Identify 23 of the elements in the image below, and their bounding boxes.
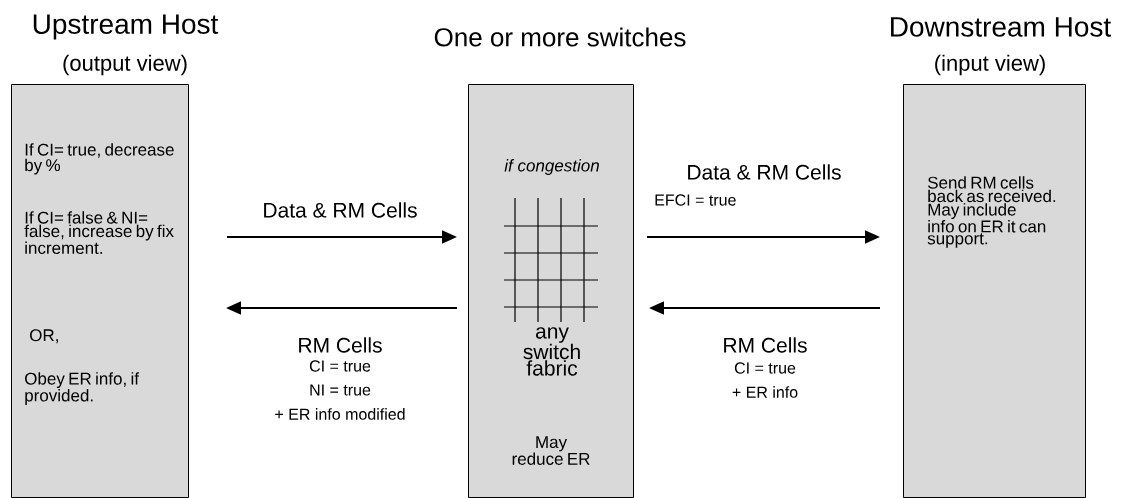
edge-label: RM Cells (296, 336, 384, 354)
flag-text: CI = true (734, 362, 796, 374)
host-heading: Upstream Host (33, 14, 219, 40)
flag-text: CI = true (309, 360, 371, 372)
note-text: May reduce ER (512, 436, 590, 465)
host-heading: Downstream Host (891, 17, 1111, 37)
rule-text: Obey ER info, if provided. (25, 372, 140, 405)
edge-label: Data & RM Cells (685, 163, 843, 181)
flag-text: NI = true (310, 384, 371, 396)
flag-text: EFCI = true (655, 194, 736, 206)
edge-label: Data & RM Cells (261, 201, 419, 219)
rule-text: OR, (30, 329, 58, 344)
rule-text: If CI= true, decrease by % (25, 143, 174, 175)
view-subheading: (input view) (935, 54, 1045, 76)
action-text: Send RM cells back as received. May include info on ER it can support. (927, 176, 1056, 248)
flag-text: + ER info modified (275, 408, 405, 420)
flag-text: + ER info (732, 386, 798, 398)
edge-label: RM Cells (721, 336, 809, 354)
switch-heading: One or more switches (434, 27, 686, 47)
fabric-text: any switch fabric (523, 327, 580, 376)
condition-text: if congestion (504, 159, 599, 175)
rule-text: If CI= false & NI= false, increase by fix increment. (24, 211, 174, 254)
view-subheading: (output view) (63, 54, 187, 76)
